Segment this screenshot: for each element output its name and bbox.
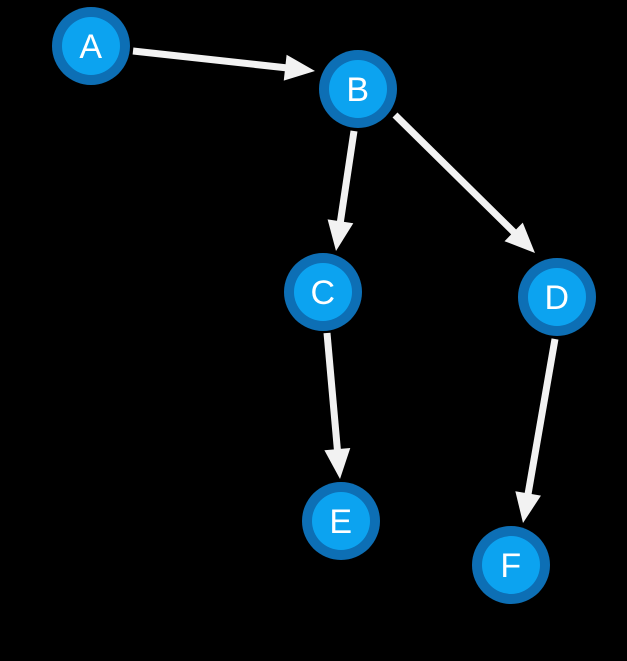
arrowhead-icon [324,447,351,479]
node-fill [528,268,586,326]
edge-d-to-f[interactable] [515,338,559,523]
edge-layer [132,47,559,523]
edge-a-to-b[interactable] [132,47,315,81]
node-fill [482,536,540,594]
edge-shaft [323,332,342,458]
node-label: B [346,71,369,109]
graph-node-c[interactable]: C [284,253,362,331]
node-fill [329,60,387,118]
node-fill [62,17,120,75]
edge-b-to-d[interactable] [392,112,535,253]
edge-c-to-e[interactable] [323,332,351,479]
node-fill [312,492,370,550]
edge-shaft [392,112,523,241]
node-label: A [79,28,102,66]
node-label: C [310,274,335,312]
graph-node-e[interactable]: E [302,482,380,560]
node-label: D [544,279,569,317]
node-label: E [329,503,352,541]
graph-node-f[interactable]: F [472,526,550,604]
node-layer: A B C D E F [52,7,596,604]
edge-shaft [132,47,294,73]
graph-node-b[interactable]: B [319,50,397,128]
arrowhead-icon [283,54,315,81]
arrowhead-icon [515,491,541,523]
edge-shaft [523,338,559,503]
graph-node-d[interactable]: D [518,258,596,336]
edge-shaft [335,130,358,231]
graph-node-a[interactable]: A [52,7,130,85]
node-fill [294,263,352,321]
arrowhead-icon [327,219,354,251]
edge-b-to-c[interactable] [327,130,358,251]
node-label: F [500,547,521,585]
arrowhead-icon [504,222,535,253]
